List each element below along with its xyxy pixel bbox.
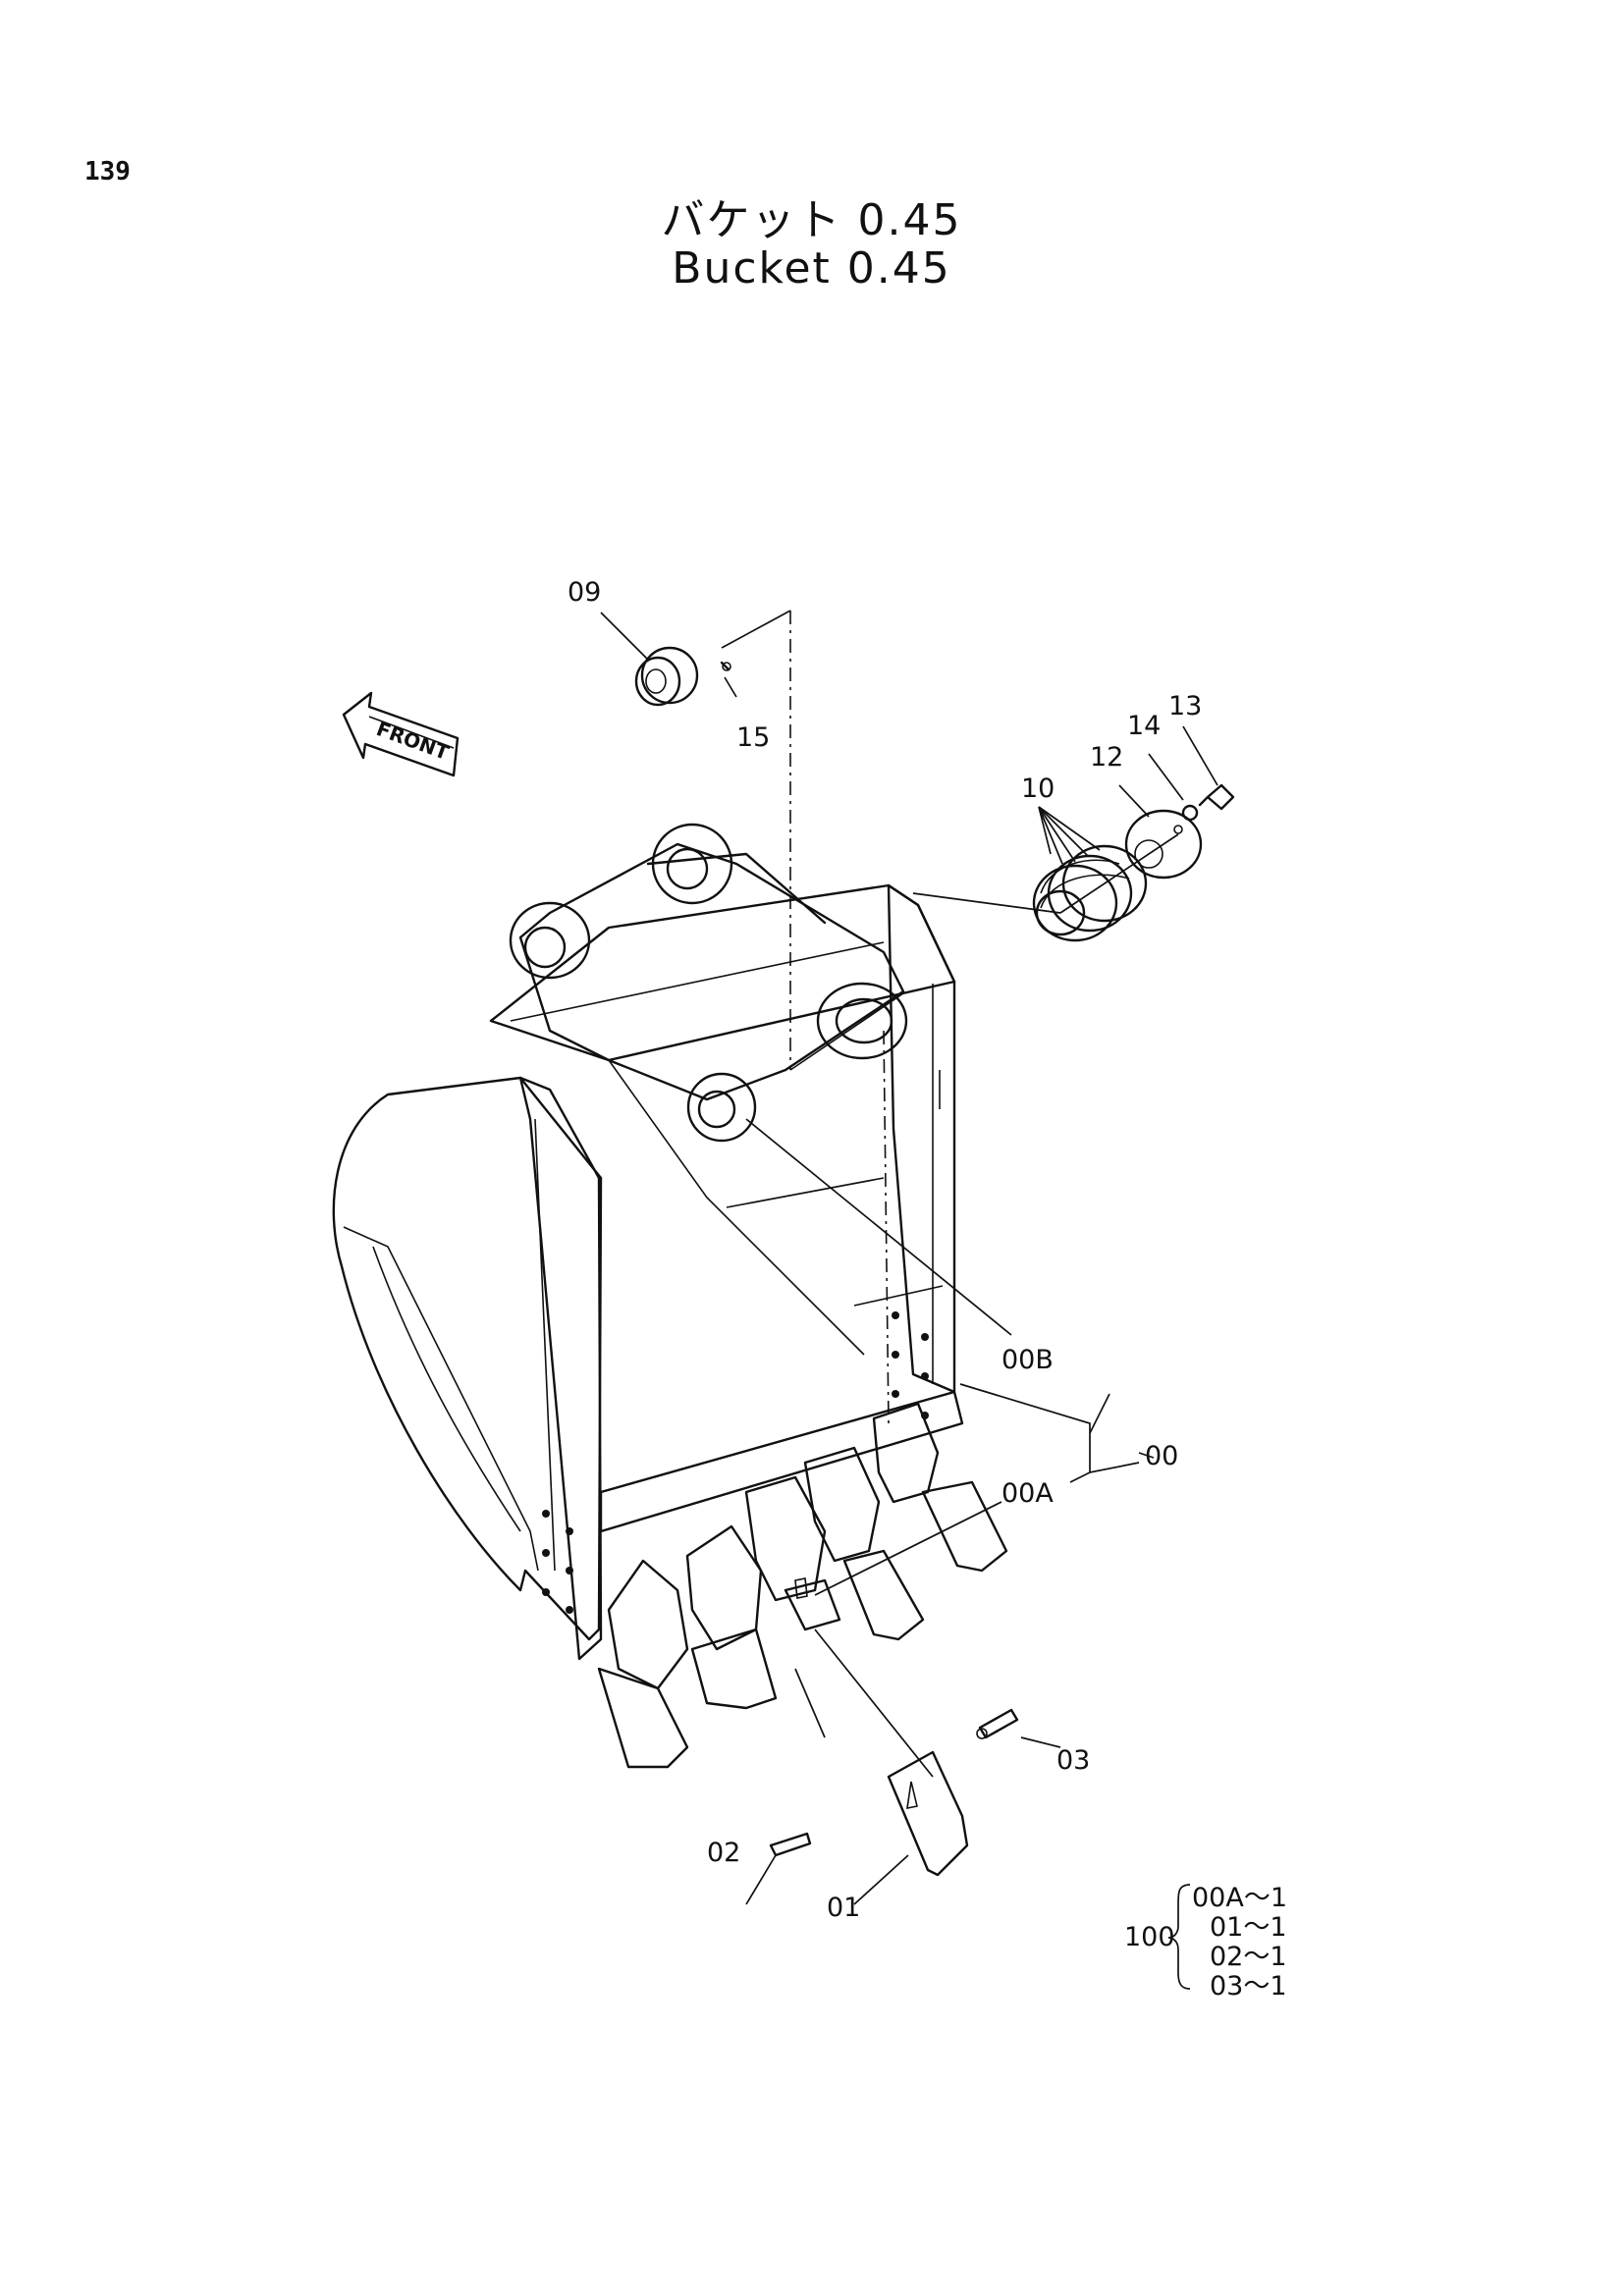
kit-number: 100	[1124, 1922, 1175, 1952]
kit-100-bracket: 100 00A～1 01～1 02～1 03～1	[1124, 1883, 1287, 2002]
callout-02: 02	[707, 1838, 740, 1868]
part-03-pin	[976, 1708, 1019, 1739]
part-13-bolt	[1198, 783, 1235, 811]
kit-item-02: 02～1	[1210, 1942, 1287, 1972]
pin-bosses	[509, 611, 908, 1143]
callout-14: 14	[1127, 711, 1161, 741]
front-arrow-icon: FRONT	[342, 691, 460, 777]
callout-15: 15	[736, 722, 770, 753]
kit-item-01: 01～1	[1210, 1912, 1287, 1943]
callout-01: 01	[827, 1893, 860, 1923]
part-10-shims	[1032, 844, 1148, 942]
title-japanese: バケット 0.45	[661, 195, 962, 245]
part-02-lock	[769, 1832, 812, 1857]
callout-00A: 00A	[1001, 1478, 1054, 1509]
kit-item-00A: 00A～1	[1192, 1883, 1287, 1913]
callout-03: 03	[1056, 1745, 1090, 1776]
callout-labels: 09 15 10 12 14 13 00B 00 00A 03 02 01	[568, 577, 1202, 1923]
leader-lines	[600, 610, 1218, 1905]
callout-12: 12	[1090, 742, 1123, 773]
callout-09: 09	[568, 577, 601, 608]
title-english: Bucket 0.45	[672, 243, 951, 294]
page-number: 139	[84, 157, 131, 187]
part-01-tooth	[887, 1750, 969, 1877]
part-14-washer	[1181, 804, 1199, 822]
teeth-row	[597, 1402, 1008, 1769]
bucket-body	[332, 883, 964, 1661]
part-09-plug	[634, 646, 699, 707]
callout-10: 10	[1021, 774, 1055, 804]
callout-00: 00	[1145, 1441, 1178, 1471]
part-12-plate	[1124, 809, 1203, 880]
callout-13: 13	[1168, 691, 1202, 721]
callout-00B: 00B	[1001, 1345, 1054, 1375]
kit-item-03: 03～1	[1210, 1971, 1287, 2002]
part-15-pin	[720, 661, 731, 671]
front-label: FRONT	[373, 717, 452, 765]
